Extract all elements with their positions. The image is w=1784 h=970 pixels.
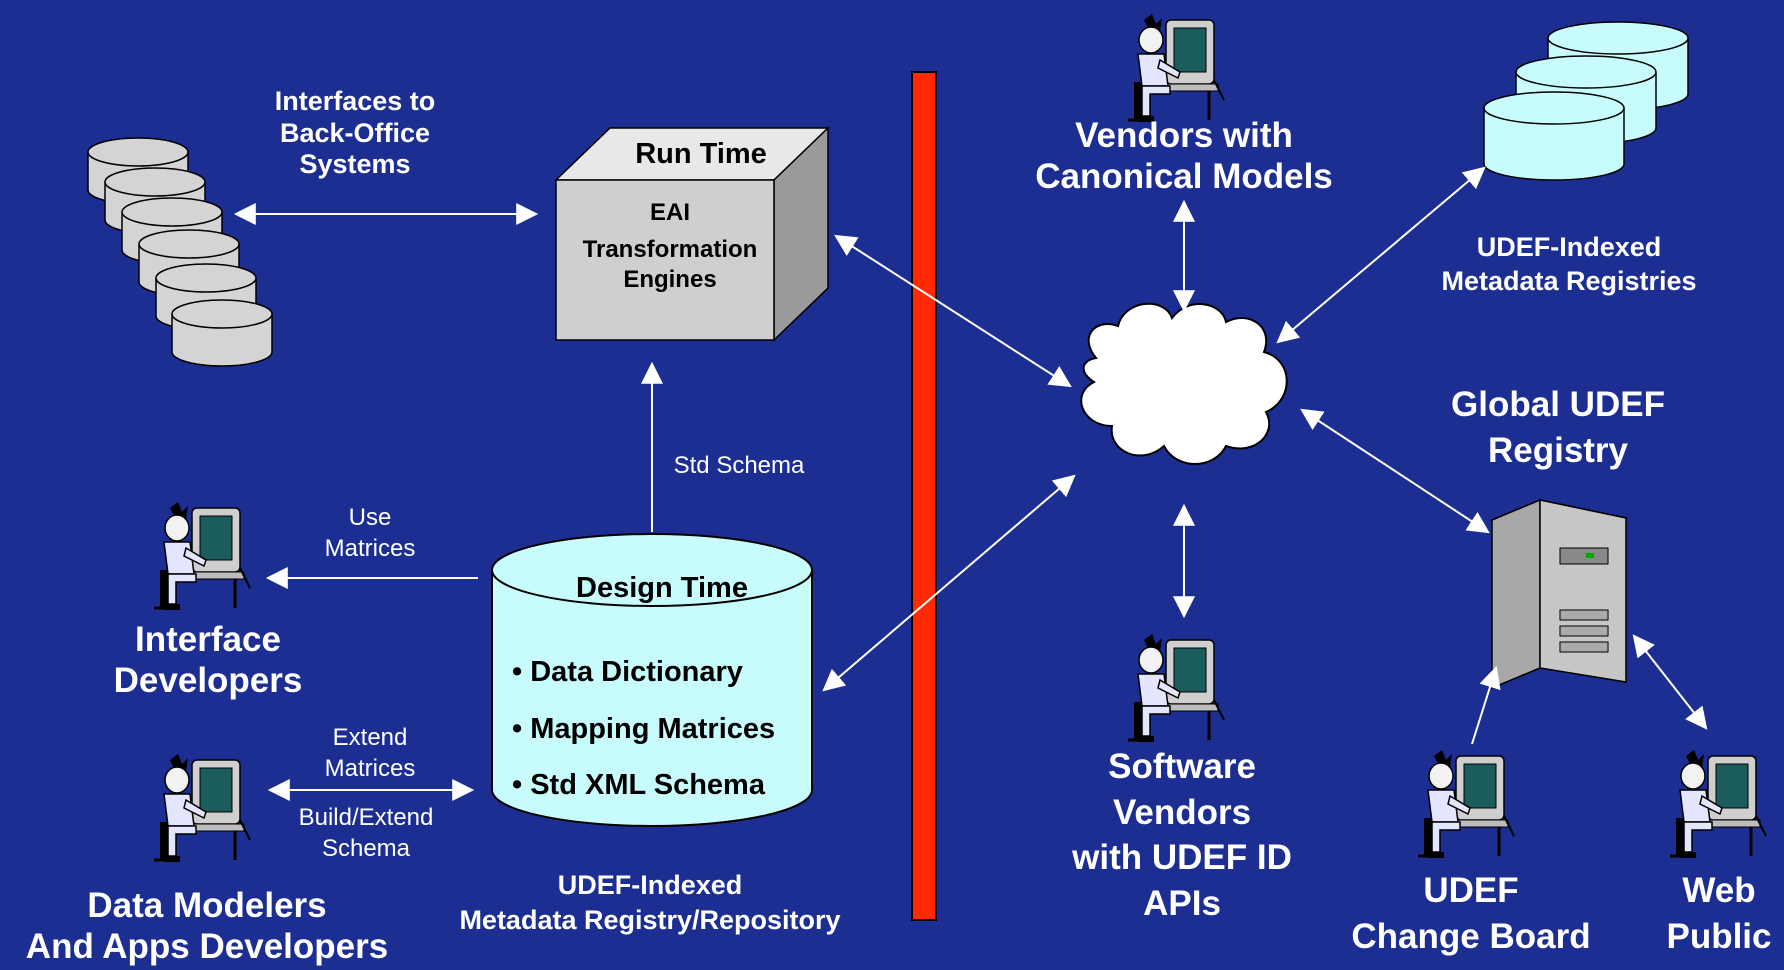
design-time-title: Design Time bbox=[576, 572, 748, 604]
data-modelers-label: Data Modelers And Apps Developers bbox=[25, 886, 389, 966]
registries-label: UDEF-Indexed Metadata Registries bbox=[1441, 232, 1697, 297]
design-time-cylinder-icon bbox=[491, 533, 813, 827]
interface-developers-label: Interface Developers bbox=[113, 620, 303, 700]
arrow-server-webpublic bbox=[1632, 634, 1708, 730]
build-extend-schema-label: Build/Extend Schema bbox=[298, 804, 434, 863]
arrow-cloud-registries bbox=[1276, 166, 1486, 344]
design-bullets: • Data Dictionary • Mapping Matrices • S… bbox=[512, 656, 776, 802]
person-at-computer-icon bbox=[1126, 12, 1226, 124]
cloud-icon bbox=[1080, 302, 1288, 465]
person-at-computer-icon bbox=[1416, 748, 1516, 860]
server-icon bbox=[1489, 498, 1629, 690]
run-time-title: Run Time bbox=[635, 138, 767, 170]
database-stack-icon bbox=[87, 137, 273, 367]
repository-label: UDEF-Indexed Metadata Registry/Repositor… bbox=[459, 870, 841, 936]
interfaces-label: Interfaces to Back-Office Systems bbox=[274, 86, 436, 180]
web-public-label: Web Public bbox=[1666, 871, 1772, 956]
arrow-design-cloud bbox=[822, 474, 1076, 692]
registries-stack-icon bbox=[1483, 21, 1689, 181]
person-at-computer-icon bbox=[152, 752, 252, 864]
person-at-computer-icon bbox=[152, 500, 252, 612]
software-vendors-label: Software Vendors with UDEF ID APIs bbox=[1072, 747, 1292, 923]
global-registry-label: Global UDEF Registry bbox=[1451, 385, 1665, 470]
arrow-changeboard-server bbox=[1471, 665, 1501, 745]
divider-bar bbox=[911, 71, 937, 921]
extend-matrices-label: Extend Matrices bbox=[324, 724, 416, 783]
arrow-runtime-cloud bbox=[834, 234, 1072, 388]
arrow-cloud-server bbox=[1300, 408, 1490, 534]
run-time-text: EAI Transformation Engines bbox=[582, 199, 758, 294]
cube-icon bbox=[554, 126, 830, 342]
std-schema-label: Std Schema bbox=[673, 452, 805, 479]
change-board-label: UDEF Change Board bbox=[1351, 871, 1591, 956]
person-at-computer-icon bbox=[1668, 748, 1768, 860]
use-matrices-label: Use Matrices bbox=[324, 504, 416, 563]
vendors-canonical-label: Vendors with Canonical Models bbox=[1035, 116, 1333, 196]
person-at-computer-icon bbox=[1126, 632, 1226, 744]
